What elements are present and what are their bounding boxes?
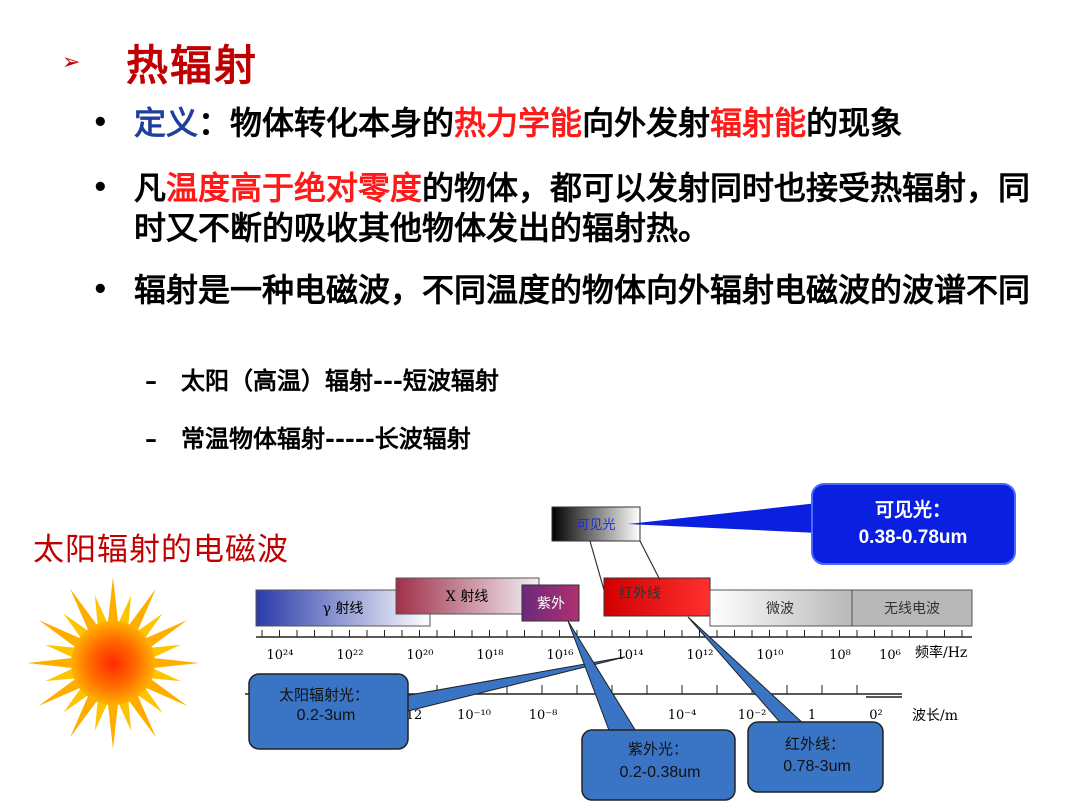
frequency-tick-label: 10²⁰ [407,648,434,663]
callout-ir [747,721,884,793]
band-visible-label: 可见光 [576,518,615,533]
definition-term: 定义 [134,104,199,142]
sun-ray [144,678,188,706]
callout-ir-title: 红外线： [785,735,845,753]
bullet2-pre: 凡 [134,169,167,207]
highlight-thermodynamic-energy: 热力学能 [454,104,583,142]
sub-item-text: 常温物体辐射-----长波辐射 [181,424,471,453]
sun-ray [137,613,163,639]
callout-visible-pointer [628,503,818,533]
callout-visible-title: 可见光： [875,498,951,521]
frequency-tick-label: 10¹⁶ [547,648,574,663]
wavelength-tick-label: 10⁻¹⁰ [457,708,491,723]
sun-image [27,577,199,749]
dash-icon: – [145,424,157,453]
sun-ray [45,668,77,682]
bullet-dot-icon: • [92,275,109,305]
frequency-tick-label: 10⁶ [879,648,901,663]
bullet2-post: 的物体，都可以发射同时也接受热辐射，同时又不断的吸收其他物体发出的辐射热。 [134,169,1031,247]
dash-icon: – [145,366,157,395]
band-radio-label: 无线电波 [884,601,940,617]
band-uv [521,584,580,622]
frequency-tick-label: 10²⁴ [267,648,294,663]
highlight-radiant-energy: 辐射能 [710,104,807,142]
slide-title-row: ➢ 热辐射 [62,32,258,93]
bullet-dot-icon: • [92,173,109,203]
band-uv-label: 紫外 [537,596,565,612]
callout-uv-pointer [567,620,638,734]
band-ir-label: 红外线 [619,586,661,602]
callout-visible-range: 0.38-0.78um [859,527,968,548]
callout-uv [581,729,736,801]
frequency-tick-label: 10¹⁰ [757,648,784,663]
frequency-tick-label: 10¹⁸ [477,648,504,663]
sub-item-solar: –太阳（高温）辐射---短波辐射 [145,366,499,396]
frequency-tick-label: 10⁸ [829,648,851,663]
sun-ray [38,620,82,648]
band-xray-label: X 射线 [446,589,488,605]
highlight-above-absolute-zero: 温度高于绝对零度 [166,169,423,207]
sun-ray [63,613,89,639]
frequency-tick-label: 10¹² [687,648,714,663]
slide-title: 热辐射 [126,41,259,90]
frequency-tick-label: 10²² [337,648,364,663]
sub-item-text: 太阳（高温）辐射---短波辐射 [181,366,499,395]
callout-uv-range: 0.2-0.38um [620,764,701,781]
sun-ray [94,595,108,627]
frequency-unit: 频率/Hz [915,644,967,661]
callout-ir-range: 0.78-3um [783,758,851,775]
sun-ray [27,657,74,669]
callout-solar-title: 太阳辐射光： [279,686,369,704]
band-xray [395,577,540,615]
wavelength-tick-label: 1 [808,708,816,723]
band-radio [851,589,973,627]
sun-ray [38,678,82,706]
callout-solar-range: 0.2-3um [297,707,356,724]
sun-ray [107,702,119,749]
sun-ray [149,668,181,682]
band-microwave [709,589,853,627]
sun-ray [118,595,132,627]
sub-item-ambient: –常温物体辐射-----长波辐射 [145,424,471,454]
wavelength-unit: 波长/m [912,708,958,724]
callout-visible [811,483,1016,565]
wavelength-tick-label: 10⁻² [738,708,767,723]
sun-ray [149,644,181,658]
sun-ray [63,687,89,713]
sun-ray [70,588,98,632]
sun-ray [94,699,108,731]
sun-ray [144,620,188,648]
sun-ray [128,588,156,632]
sun-ray [45,644,77,658]
wavelength-tick-label: 0² [869,708,882,723]
band-visible [551,506,641,542]
diagram-label: 太阳辐射的电磁波 [33,532,289,568]
sun-ray [70,694,98,738]
definition-colon: ： [198,104,231,142]
sun-ray [137,687,163,713]
sun-ray [118,699,132,731]
callout-solar [248,673,409,750]
band-gamma-label: γ 射线 [323,601,364,617]
wavelength-tick-label: 10⁻⁴ [668,708,697,723]
sun-ray [107,577,119,624]
definition-post: 的现象 [806,104,903,142]
callout-uv-title: 紫外光： [628,740,688,758]
wavelength-tick-label: 12 [406,708,423,723]
bullet3-text: 辐射是一种电磁波，不同温度的物体向外辐射电磁波的波谱不同 [134,271,1031,309]
frequency-tick-label: 10¹⁴ [617,648,644,663]
sun-ray [152,657,199,669]
definition-pre: 物体转化本身的 [230,104,455,142]
bullet-dot-icon: • [92,108,109,138]
definition-mid: 向外发射 [582,104,711,142]
wavelength-tick-label: 10⁻⁸ [529,708,558,723]
sun-ray [128,694,156,738]
arrow-bullet-icon: ➢ [62,50,81,75]
band-microwave-label: 微波 [766,601,794,617]
